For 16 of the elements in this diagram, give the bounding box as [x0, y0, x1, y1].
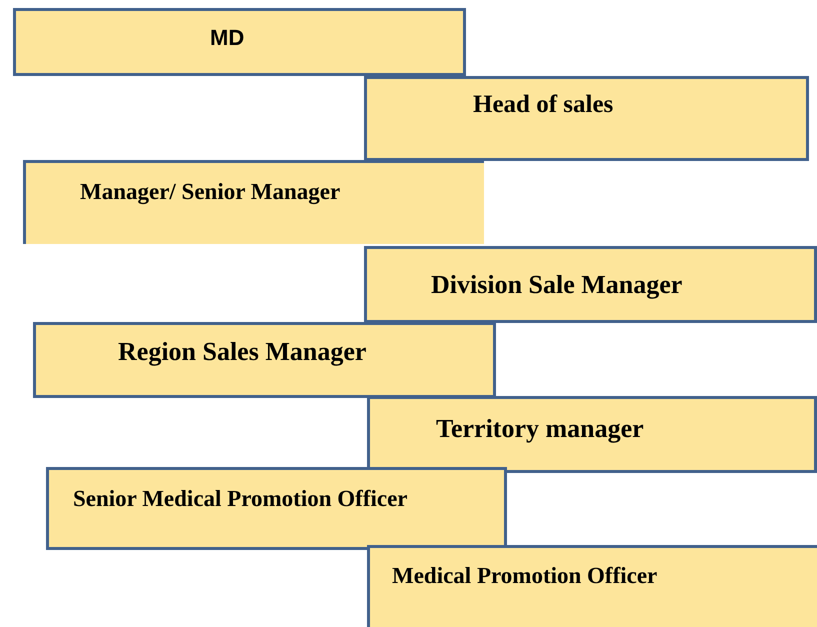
role-title: Territory manager: [436, 414, 644, 444]
role-box: [367, 545, 817, 627]
role-title: Region Sales Manager: [118, 337, 366, 367]
role-box: [23, 160, 484, 244]
role-box: [364, 246, 817, 323]
role-title: Head of sales: [473, 90, 614, 118]
role-title: Division Sale Manager: [431, 270, 682, 300]
role-title: Senior Medical Promotion Officer: [73, 486, 408, 512]
role-title: MD: [210, 25, 244, 51]
role-title: Medical Promotion Officer: [392, 562, 658, 588]
role-box: [33, 322, 496, 398]
role-box: [13, 8, 466, 76]
role-box: [46, 467, 507, 550]
role-box: [367, 396, 817, 473]
role-title: Manager/ Senior Manager: [80, 178, 340, 204]
role-box: [364, 76, 809, 161]
